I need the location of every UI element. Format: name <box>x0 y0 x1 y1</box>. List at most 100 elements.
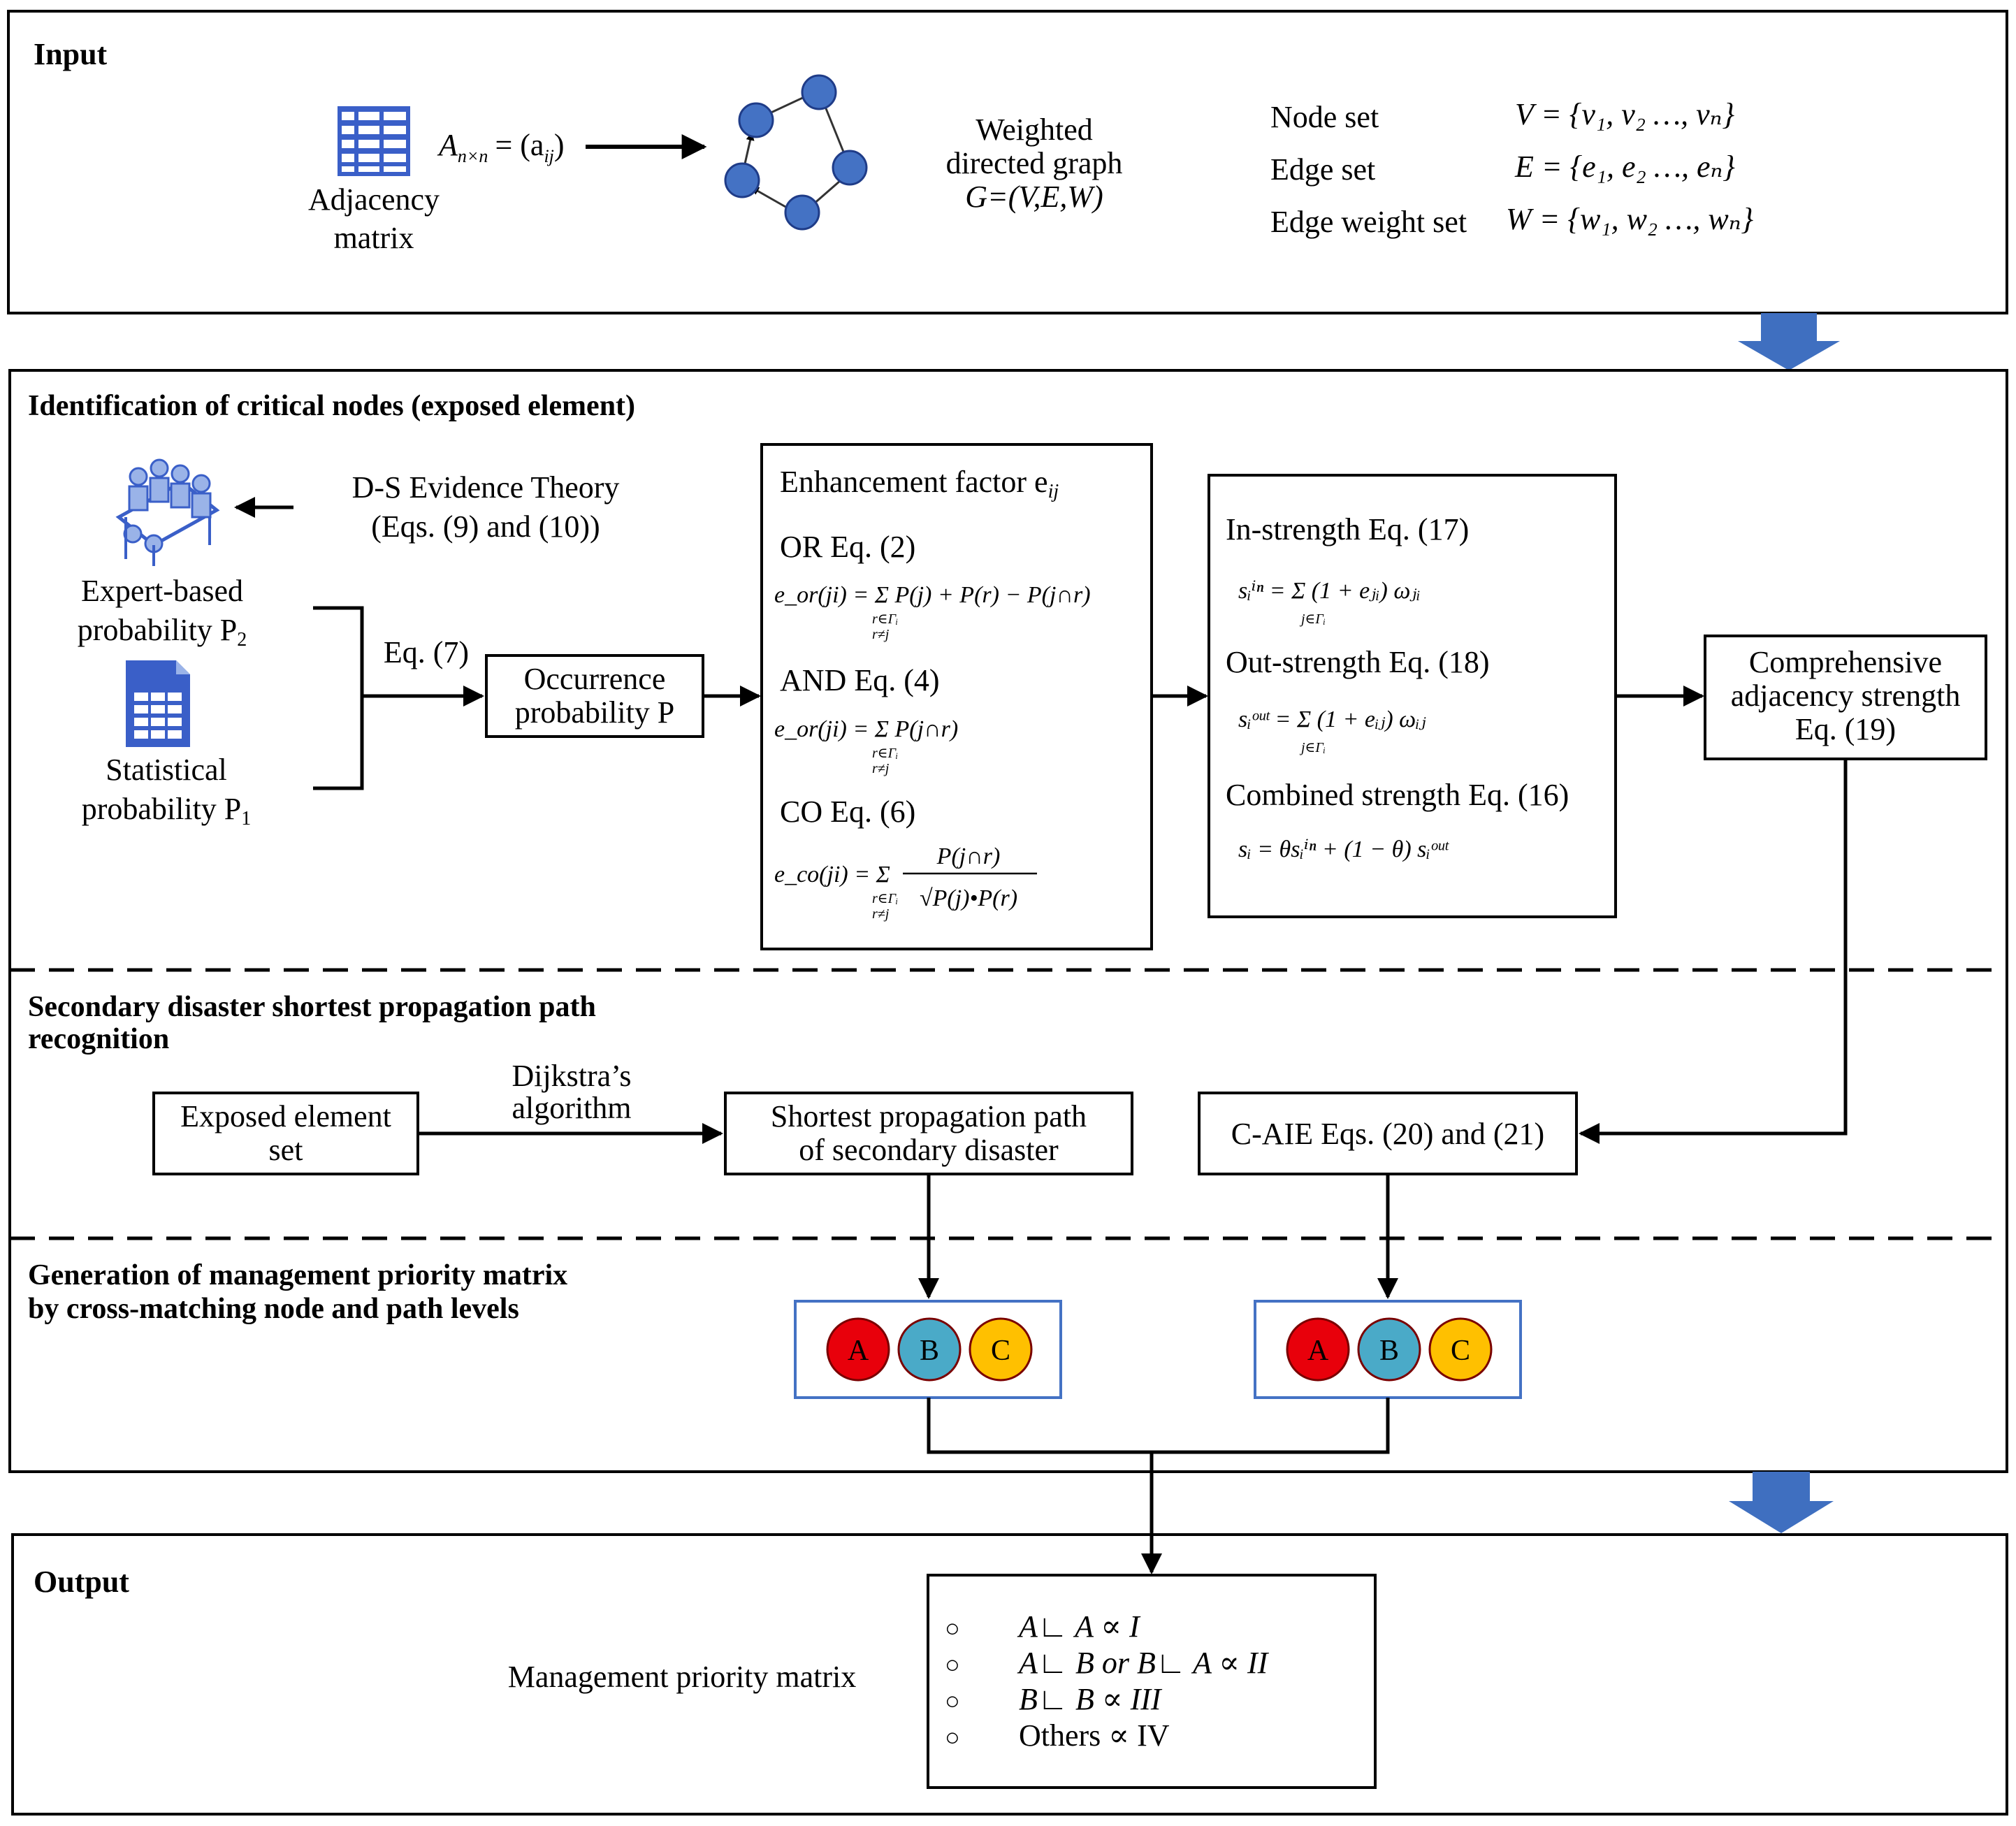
svg-text:A: A <box>1307 1335 1329 1367</box>
caie-box <box>1198 1092 1578 1175</box>
node-level-a: A <box>1286 1317 1350 1382</box>
comprehensive-line-1: Comprehensive <box>1749 645 1942 679</box>
process-panel <box>8 369 2008 1473</box>
and-sum-index-2: r≠j <box>872 761 890 776</box>
comprehensive-line-2: adjacency strength <box>1731 679 1961 713</box>
and-sum-index-1: r∈Γᵢ <box>872 746 898 761</box>
or-eq-label: OR Eq. (2) <box>780 530 915 564</box>
enhancement-title: Enhancement factor eij <box>780 465 1059 502</box>
in-strength-formula: sᵢⁱⁿ = Σ (1 + eⱼᵢ) ωⱼᵢ <box>1238 578 1421 604</box>
expert-probability-line-2: probability P2 <box>78 613 247 651</box>
occurrence-line-2: probability P <box>515 695 675 730</box>
svg-text:○: ○ <box>945 1614 960 1642</box>
identification-title: Identification of critical nodes (expose… <box>28 390 635 422</box>
priority-rule-3: ○ B∟ B ∝ III <box>945 1682 1163 1716</box>
input-panel <box>7 10 2008 314</box>
exposed-element-box <box>152 1092 419 1175</box>
matrix-label-2: matrix <box>334 221 414 255</box>
node-set-formula: V = {v₁, v₂ …, vₙ} <box>1515 97 1735 131</box>
co-eq-label: CO Eq. (6) <box>780 795 915 829</box>
dijkstra-line-2: algorithm <box>512 1091 631 1125</box>
edge-set-label: Edge set <box>1270 152 1375 187</box>
out-strength-label: Out-strength Eq. (18) <box>1226 645 1490 679</box>
graph-label-1: Weighted <box>976 113 1093 147</box>
path-level-c: C <box>969 1317 1033 1382</box>
expert-meeting-icon <box>115 458 220 566</box>
svg-text:○: ○ <box>945 1651 960 1679</box>
path-level-a: A <box>826 1317 890 1382</box>
weight-set-label: Edge weight set <box>1270 205 1467 239</box>
table-icon <box>338 106 410 176</box>
svg-text:B∟ B ∝ III: B∟ B ∝ III <box>1019 1682 1163 1716</box>
in-strength-label: In-strength Eq. (17) <box>1226 512 1469 546</box>
co-formula-denominator: √P(j)•P(r) <box>920 885 1017 911</box>
co-formula-lhs: e_co(ji) = Σ <box>774 862 890 887</box>
ds-theory-line-2: (Eqs. (9) and (10)) <box>371 509 600 544</box>
co-sum-index-2: r≠j <box>872 906 890 922</box>
output-title: Output <box>34 1565 129 1599</box>
graph-label-2: directed graph <box>946 146 1123 180</box>
generation-title-line-1: Generation of management priority matrix <box>28 1259 567 1291</box>
shortest-line-2: of secondary disaster <box>799 1133 1059 1167</box>
expert-probability-line-1: Expert-based <box>81 574 243 608</box>
svg-text:○: ○ <box>945 1687 960 1715</box>
co-sum-index-1: r∈Γᵢ <box>872 891 898 906</box>
svg-text:○: ○ <box>945 1723 960 1751</box>
spreadsheet-icon <box>126 660 190 747</box>
or-formula: e_or(ji) = Σ P(j) + P(r) − P(j∩r) <box>774 582 1091 608</box>
co-formula-numerator: P(j∩r) <box>936 843 1001 869</box>
svg-text:B: B <box>920 1335 939 1367</box>
combined-strength-label: Combined strength Eq. (16) <box>1226 778 1569 812</box>
exposed-line-1: Exposed element <box>180 1099 391 1133</box>
node-level-b: B <box>1357 1317 1421 1382</box>
combined-strength-formula: sᵢ = θsᵢⁱⁿ + (1 − θ) sᵢᵒᵘᵗ <box>1238 836 1449 862</box>
exposed-line-2: set <box>269 1133 303 1167</box>
priority-rule-1: ○ A∟ A ∝ I <box>945 1609 1141 1644</box>
ds-theory-line-1: D-S Evidence Theory <box>352 470 620 505</box>
comprehensive-to-caie-connector <box>1579 759 1848 1144</box>
priority-rule-2: ○ A∟ B or B∟ A ∝ II <box>945 1646 1270 1680</box>
secondary-title-line-1: Secondary disaster shortest propagation … <box>28 991 596 1023</box>
matrix-label-1: Adjacency <box>308 182 440 217</box>
svg-text:Others ∝ IV: Others ∝ IV <box>1019 1718 1170 1753</box>
input-title: Input <box>34 37 108 71</box>
svg-text:C: C <box>1451 1335 1470 1367</box>
graph-label-3: G=(V,E,W) <box>965 180 1103 214</box>
dijkstra-line-1: Dijkstra’s <box>512 1059 631 1093</box>
out-strength-sum-index: j∈Γᵢ <box>1299 740 1326 755</box>
svg-text:B: B <box>1379 1335 1399 1367</box>
shortest-line-1: Shortest propagation path <box>771 1099 1087 1133</box>
edge-set-formula: E = {e₁, e₂ …, eₙ} <box>1514 150 1735 184</box>
and-formula: e_or(ji) = Σ P(j∩r) <box>774 716 958 742</box>
output-panel <box>11 1533 2008 1816</box>
comprehensive-line-3: Eq. (19) <box>1795 712 1896 746</box>
secondary-title-line-2: recognition <box>28 1023 169 1055</box>
flow-arrow-down-1 <box>1738 313 1840 370</box>
strength-box <box>1208 474 1617 918</box>
and-eq-label: AND Eq. (4) <box>780 663 940 697</box>
node-level-c: C <box>1428 1317 1493 1382</box>
path-level-b: B <box>897 1317 962 1382</box>
or-sum-index-2: r≠j <box>872 627 890 642</box>
svg-text:A∟ A ∝ I: A∟ A ∝ I <box>1017 1609 1141 1644</box>
svg-text:A∟ B or B∟ A ∝ II: A∟ B or B∟ A ∝ II <box>1017 1646 1270 1680</box>
statistical-probability-line-1: Statistical <box>106 753 227 787</box>
matrix-formula: An×n= (aij) <box>437 128 565 166</box>
svg-text:A: A <box>848 1335 869 1367</box>
occurrence-line-1: Occurrence <box>524 662 666 696</box>
out-strength-formula: sᵢᵒᵘᵗ = Σ (1 + eᵢⱼ) ωᵢⱼ <box>1238 707 1426 732</box>
caie-label: C-AIE Eqs. (20) and (21) <box>1231 1117 1544 1151</box>
probability-merge-bracket <box>313 606 364 790</box>
node-set-label: Node set <box>1270 100 1379 134</box>
network-graph-icon <box>724 74 868 231</box>
statistical-probability-line-2: probability P1 <box>82 792 252 829</box>
priority-rules-box <box>927 1574 1377 1789</box>
management-matrix-label: Management priority matrix <box>508 1660 857 1694</box>
weight-set-formula: W = {w₁, w₂ …, wₙ} <box>1506 202 1754 236</box>
levels-merge-connector <box>927 1398 1390 1454</box>
enhancement-factor-box <box>760 443 1153 950</box>
eq7-label: Eq. (7) <box>384 635 469 669</box>
occurrence-probability-box <box>485 654 704 738</box>
